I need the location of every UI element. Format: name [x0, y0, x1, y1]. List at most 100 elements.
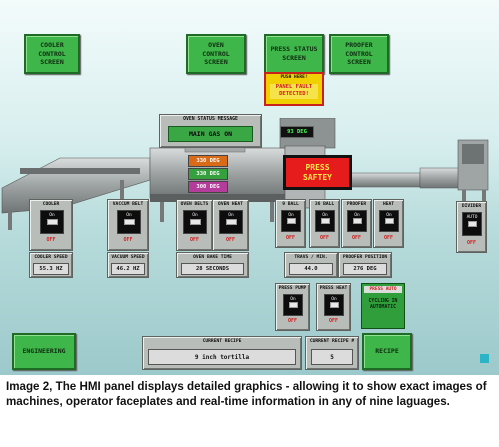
panel-fault-alert[interactable]: PUSH HERE! PANEL FAULT DETECTED!: [264, 72, 324, 106]
off-label: OFF: [189, 237, 200, 243]
oven-bake-time-label: OVEN BAKE TIME: [193, 255, 232, 260]
36-ball-toggle[interactable]: On: [315, 210, 335, 232]
engineering-button[interactable]: ENGINEERING: [12, 333, 76, 370]
oven-temperature-readout: 93 DEG: [280, 126, 314, 138]
recipe-button[interactable]: RECIPE: [362, 333, 412, 370]
proofer-position-panel: PROOFER POSITION 276 DEG: [338, 252, 392, 278]
switch-knob: [286, 218, 296, 224]
hmi-panel: COOLER CONTROL SCREEN OVEN CONTROL SCREE…: [0, 0, 499, 375]
cooler-switch-label: COOLER: [42, 202, 60, 207]
on-label: On: [288, 213, 294, 218]
press-heat-switch-panel: PRESS HEAT On OFF: [316, 283, 351, 331]
oven-belts-toggle[interactable]: On: [183, 210, 207, 234]
off-label: OFF: [285, 235, 296, 241]
cooler-control-screen-button[interactable]: COOLER CONTROL SCREEN: [24, 34, 80, 74]
switch-knob: [46, 218, 58, 226]
oven-zone-1-temp: 330 DEG: [188, 155, 228, 167]
off-label: OFF: [287, 318, 298, 324]
press-pump-switch-panel: PRESS PUMP On OFF: [275, 283, 310, 331]
oven-heat-switch-label: OVEN HEAT: [218, 202, 243, 207]
press-status-screen-button[interactable]: PRESS STATUS SCREEN: [264, 34, 324, 74]
oven-heat-switch-panel: OVEN HEAT On OFF: [212, 199, 249, 251]
on-label: On: [354, 213, 360, 218]
on-label: On: [126, 213, 132, 218]
proofer-position-value: 276 DEG: [343, 263, 387, 275]
proofer-switch-panel: PROOFER On OFF: [341, 199, 372, 248]
heat-toggle[interactable]: On: [379, 210, 399, 232]
press-heat-toggle[interactable]: On: [324, 294, 344, 316]
vacuum-speed-panel: VACUUM SPEED 46.2 HZ: [107, 252, 149, 278]
off-label: OFF: [383, 235, 394, 241]
press-pump-switch-label: PRESS PUMP: [278, 286, 307, 291]
switch-knob: [288, 302, 298, 308]
heat-switch-panel: HEAT On OFF: [373, 199, 404, 248]
oven-control-screen-button[interactable]: OVEN CONTROL SCREEN: [186, 34, 246, 74]
off-label: OFF: [319, 235, 330, 241]
cooler-speed-panel: COOLER SPEED 55.3 HZ: [29, 252, 73, 278]
vacuum-speed-label: VACUUM SPEED: [111, 255, 145, 260]
off-label: OFF: [351, 235, 362, 241]
image-caption: Image 2, The HMI panel displays detailed…: [6, 380, 487, 408]
press-auto-panel: PRESS AUTO CYCLING IN AUTOMATIC: [361, 283, 405, 329]
off-label: OFF: [225, 237, 236, 243]
off-label: OFF: [466, 240, 477, 246]
36-ball-switch-panel: 36 BALL On OFF: [309, 199, 340, 248]
oven-zone-2-temp: 330 DEG: [188, 168, 228, 180]
proofer-control-screen-button[interactable]: PROOFER CONTROL SCREEN: [329, 34, 389, 74]
travs-per-min-panel: TRAVS / MIN. 44.0: [284, 252, 338, 278]
divider-switch-panel: DIVIDER AUTO OFF: [456, 201, 487, 253]
vacuum-belt-switch-label: VACCUM BELT: [112, 202, 144, 207]
press-auto-title: PRESS AUTO: [364, 286, 402, 293]
9-ball-switch-panel: 9 BALL On OFF: [275, 199, 306, 248]
off-label: OFF: [46, 237, 56, 243]
oven-bake-time-value: 28 SECONDS: [181, 263, 244, 275]
current-recipe-value: 9 inch tortilla: [148, 349, 296, 365]
vacuum-belt-toggle[interactable]: On: [117, 210, 141, 234]
oven-belts-switch-panel: OVEN BELTS On OFF: [176, 199, 213, 251]
on-label: On: [331, 297, 337, 302]
current-recipe-number-value: 5: [311, 349, 353, 365]
oven-zone-3-temp: 300 DEG: [188, 181, 228, 193]
on-label: On: [228, 213, 234, 218]
switch-knob: [320, 218, 330, 224]
oven-bake-time-panel: OVEN BAKE TIME 28 SECONDS: [176, 252, 249, 278]
9-ball-switch-label: 9 BALL: [282, 202, 299, 207]
oven-status-panel: OVEN STATUS MESSAGE MAIN GAS ON: [159, 114, 262, 148]
cooler-speed-label: COOLER SPEED: [34, 255, 68, 260]
press-pump-toggle[interactable]: On: [283, 294, 303, 316]
current-recipe-label: CURRENT RECIPE: [202, 339, 242, 344]
vacuum-belt-switch-panel: VACCUM BELT On OFF: [107, 199, 149, 251]
cooler-toggle[interactable]: On: [40, 210, 64, 234]
proofer-position-label: PROOFER POSITION: [342, 255, 388, 260]
press-heat-switch-label: PRESS HEAT: [319, 286, 348, 291]
36-ball-switch-label: 36 BALL: [314, 202, 335, 207]
on-label: On: [386, 213, 392, 218]
press-auto-message: CYCLING IN AUTOMATIC: [368, 299, 398, 310]
cooler-switch-panel: COOLER On OFF: [29, 199, 73, 251]
off-label: OFF: [328, 318, 339, 324]
off-label: OFF: [123, 237, 133, 243]
current-recipe-number-panel: CURRENT RECIPE # 5: [305, 336, 359, 370]
vacuum-speed-value: 46.2 HZ: [111, 263, 145, 275]
on-label: On: [192, 213, 198, 218]
travs-per-min-label: TRAVS / MIN.: [294, 255, 328, 260]
current-recipe-panel: CURRENT RECIPE 9 inch tortilla: [142, 336, 302, 370]
oven-status-message: MAIN GAS ON: [168, 126, 253, 142]
on-label: On: [322, 213, 328, 218]
switch-knob: [123, 218, 135, 226]
divider-toggle[interactable]: AUTO: [462, 212, 482, 236]
oven-heat-toggle[interactable]: On: [219, 210, 243, 234]
on-label: On: [290, 297, 296, 302]
heat-switch-label: HEAT: [382, 202, 395, 207]
current-recipe-number-label: CURRENT RECIPE #: [309, 339, 355, 344]
push-here-label: PUSH HERE!: [280, 75, 308, 80]
9-ball-toggle[interactable]: On: [281, 210, 301, 232]
on-label: On: [49, 213, 55, 218]
proofer-toggle[interactable]: On: [347, 210, 367, 232]
divider-switch-label: DIVIDER: [461, 204, 482, 209]
switch-knob: [352, 218, 362, 224]
travs-per-min-value: 44.0: [289, 263, 333, 275]
switch-knob: [467, 220, 477, 228]
status-indicator-square: [480, 354, 489, 363]
press-safety-indicator: PRESS SAFTEY: [283, 155, 352, 190]
